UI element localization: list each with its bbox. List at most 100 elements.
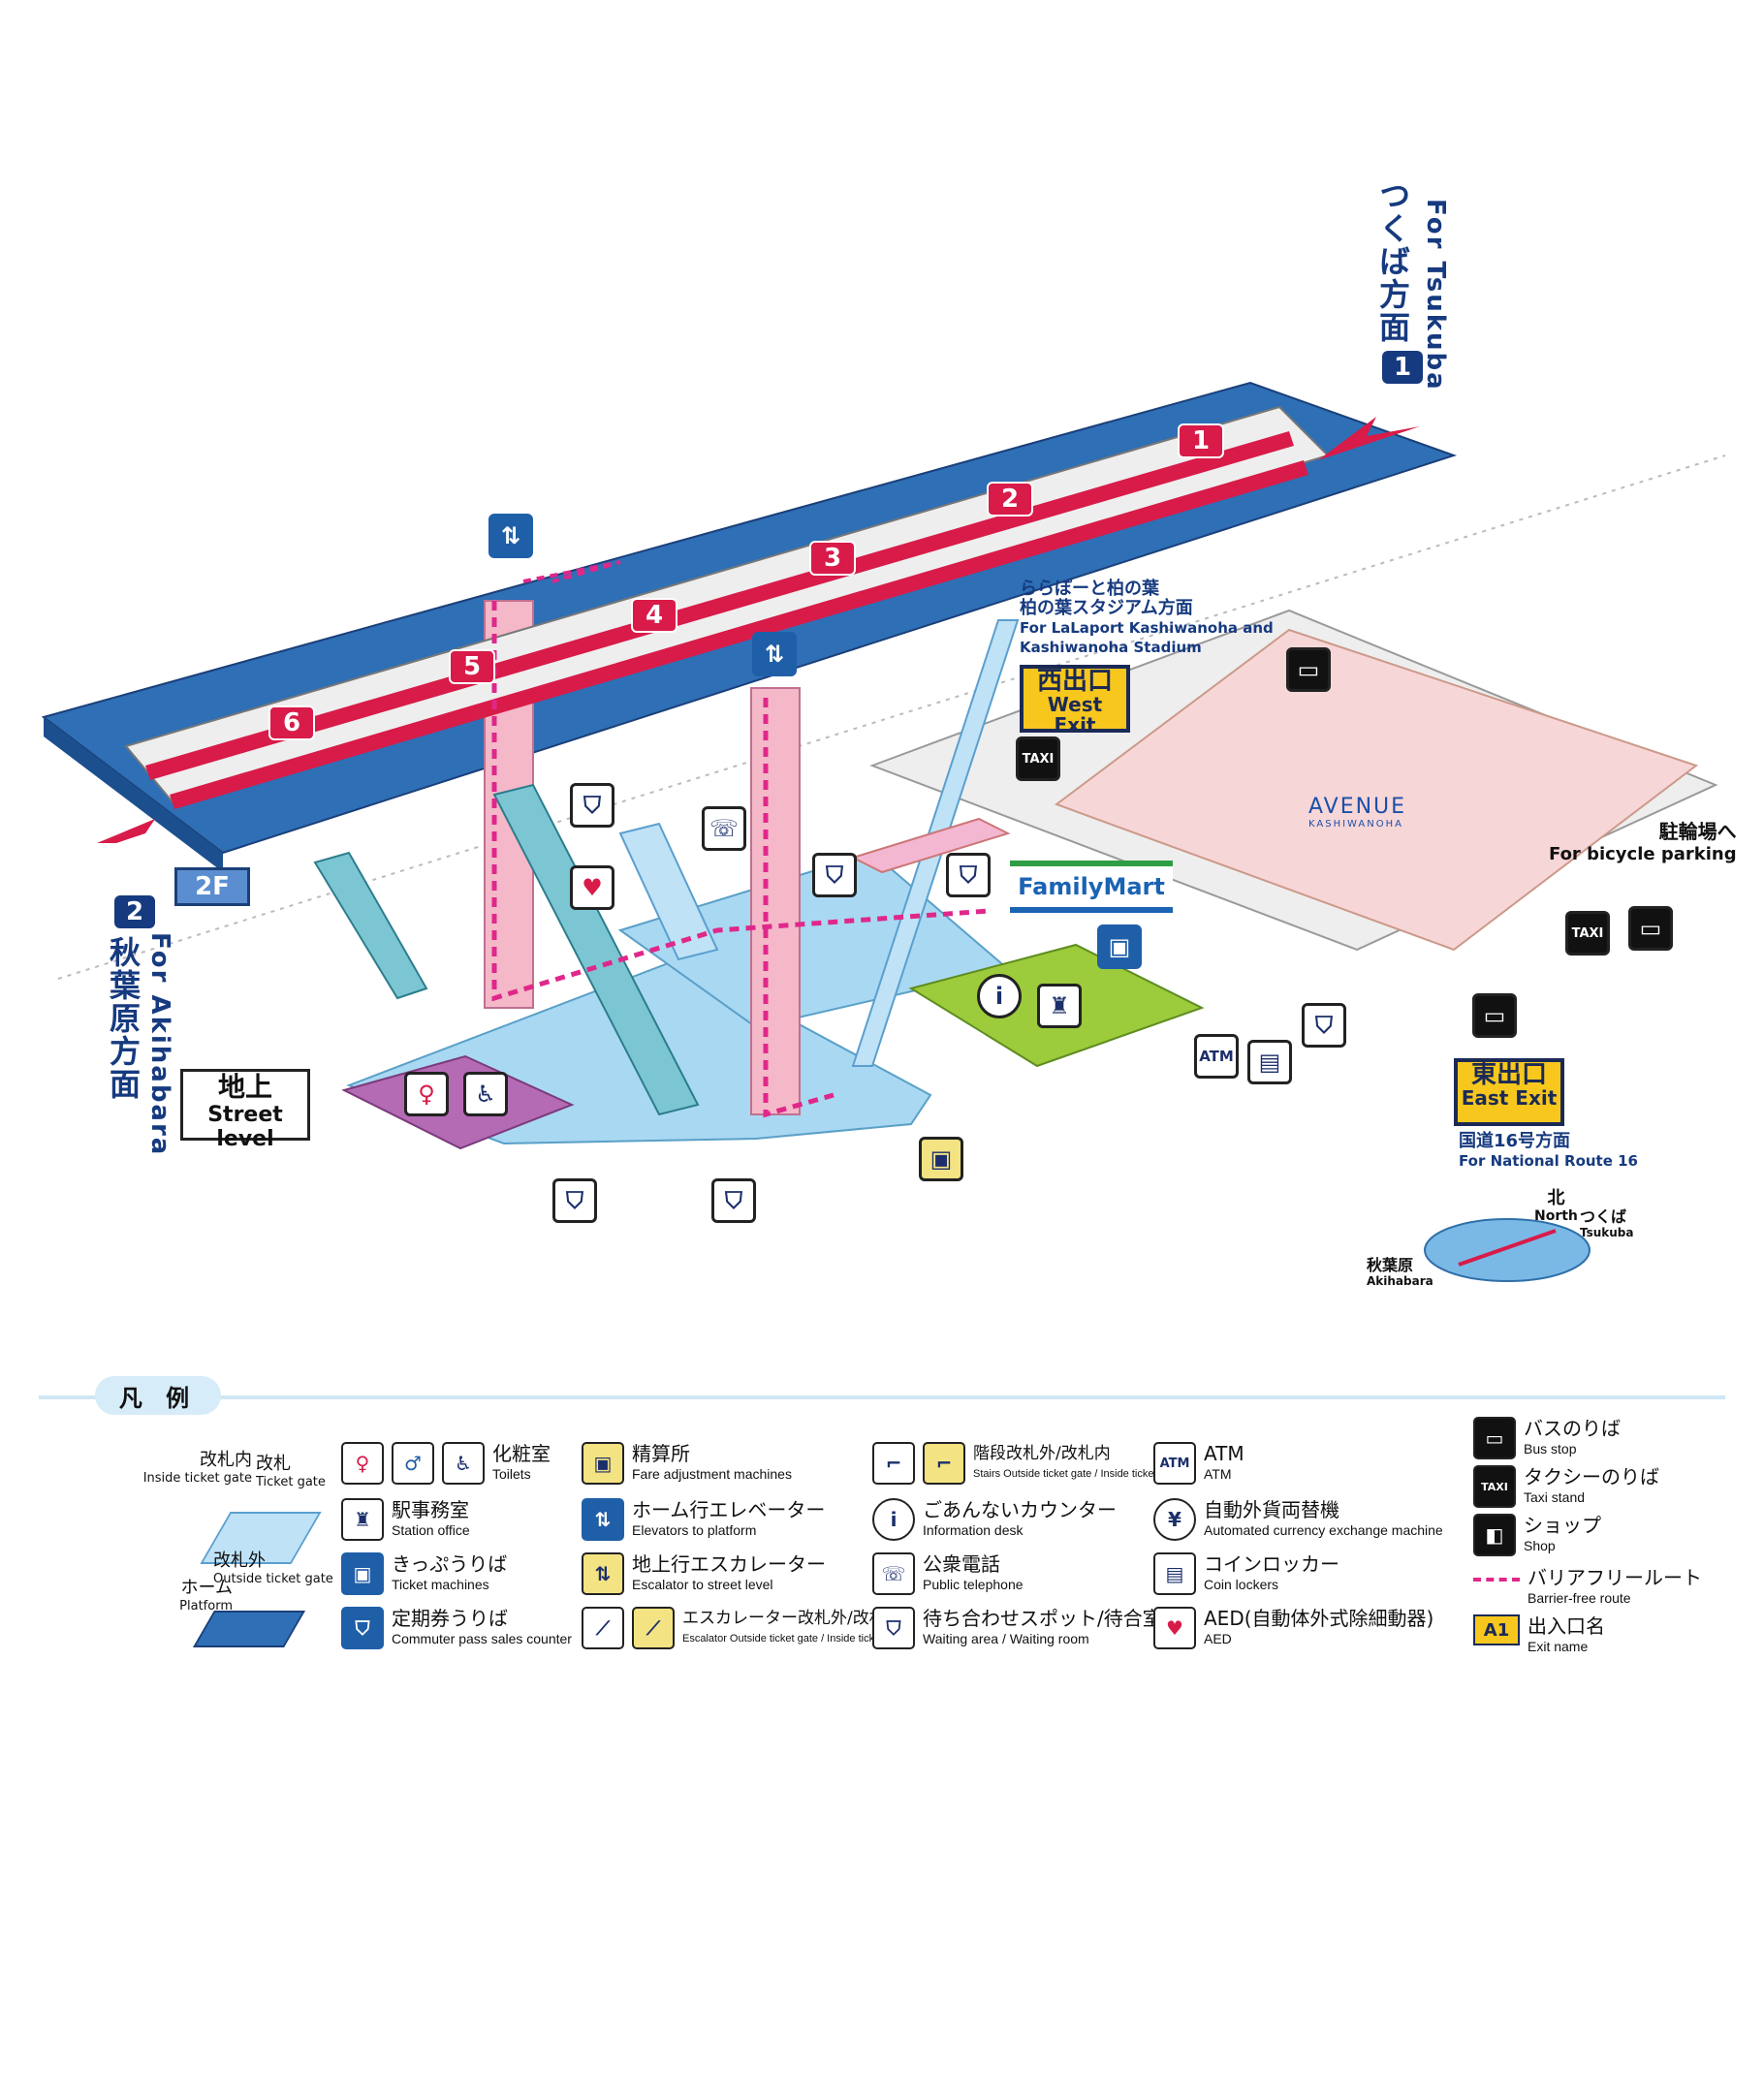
shop-kiosk (850, 817, 1011, 874)
legend-platform-jp: ホーム (180, 1578, 233, 1598)
telephone-icon: ☏ (872, 1552, 915, 1595)
legend-gate-outside-en: Outside ticket gate (213, 1572, 333, 1586)
car-number-1: 1 (1178, 423, 1224, 458)
legend-label-jp: コインロッカー (1204, 1552, 1339, 1576)
elevator-shaft-2 (750, 687, 801, 1115)
station-map: つくば方面 For Tsukuba 1 2 秋葉原方面 For Akihabar… (41, 179, 1737, 1289)
legend-label-jp: 定期券うりば (392, 1607, 508, 1630)
toilet-icon: ♂ (392, 1442, 434, 1485)
legend-label-en: AED (1204, 1631, 1232, 1646)
west-exit-en: West Exit (1047, 693, 1103, 737)
legend-label-jp: タクシーのりば (1524, 1465, 1659, 1488)
compass-north: 北 North (1534, 1190, 1578, 1225)
compass-needle (1458, 1229, 1557, 1267)
car-number-5: 5 (449, 649, 495, 684)
familymart-sign: FamilyMart (1010, 861, 1173, 913)
stairs-1 (313, 851, 428, 1000)
street-level-en: Street level (207, 1103, 283, 1152)
commuter-pass-icon: ⛉ (341, 1607, 384, 1649)
east-exit-jp: 東出口 (1470, 1060, 1547, 1089)
bicycle-note: 駐輪場へ For bicycle parking (1549, 820, 1737, 866)
elevator-icon: ⇅ (488, 514, 533, 558)
legend-label-jp: ATM (1204, 1442, 1244, 1465)
atm-icon: ATM (1194, 1034, 1239, 1079)
compass-tsukuba-en: Tsukuba (1580, 1226, 1634, 1239)
compass-akihabara: 秋葉原 Akihabara (1367, 1258, 1433, 1289)
legend-platform: ホーム Platform (136, 1574, 233, 1613)
stairs-icon: ⌐ (923, 1442, 965, 1485)
legend-label-en: Exit name (1528, 1639, 1589, 1654)
legend-label-jp: 化粧室 (492, 1442, 551, 1465)
stairs-2 (492, 783, 700, 1116)
legend-label-en: Commuter pass sales counter (392, 1631, 572, 1646)
info-icon: i (977, 974, 1022, 1018)
line-number-2: 2 (114, 895, 155, 928)
escalator-street-icon: ⇅ (582, 1552, 624, 1595)
wheelchair-icon: ♿ (442, 1442, 485, 1485)
wheelchair-icon: ♿ (463, 1072, 508, 1116)
map-illustration (41, 381, 1726, 1282)
route16-note: 国道16号方面 For National Route 16 (1459, 1132, 1638, 1171)
bus-icon: ▭ (1286, 647, 1331, 692)
legend-label-en: Station office (392, 1522, 470, 1538)
akihabara-arrow (97, 819, 155, 843)
coin-locker-icon: ▤ (1153, 1552, 1196, 1595)
legend-label-en: Bus stop (1524, 1441, 1577, 1457)
legend-gate-en: Ticket gate (256, 1475, 326, 1489)
legend-label-jp: 地上行エスカレーター (632, 1552, 826, 1576)
legend-label-en: ATM (1204, 1466, 1232, 1482)
telephone-icon: ☏ (702, 806, 746, 851)
legend-label-en: Barrier-free route (1528, 1590, 1631, 1606)
fare-adjustment-icon: ▣ (582, 1442, 624, 1485)
tsukuba-direction-en: For Tsukuba (1421, 199, 1450, 392)
shop-icon: ◧ (1473, 1514, 1516, 1556)
info-icon: i (872, 1498, 915, 1541)
route16-jp: 国道16号方面 (1459, 1131, 1571, 1151)
legend-label-jp: エスカレーター改札外/改札内 (682, 1609, 902, 1628)
legend-label-en: Ticket machines (392, 1577, 489, 1592)
legend-label-jp: AED(自動体外式除細動器) (1204, 1607, 1434, 1630)
legend-item-aed: ♥ AED(自動体外式除細動器)AED (1153, 1607, 1433, 1649)
car-number-2: 2 (987, 482, 1033, 517)
toilet-block (341, 1054, 575, 1150)
route16-en: For National Route 16 (1459, 1152, 1638, 1170)
legend-label-jp: ホーム行エレベーター (632, 1498, 826, 1521)
coin-locker-icon: ▤ (1247, 1040, 1292, 1084)
waiting-area-icon: ⛉ (570, 783, 614, 828)
legend-label-en: Automated currency exchange machine (1204, 1522, 1443, 1538)
waiting-area-icon: ⛉ (1302, 1003, 1346, 1048)
legend-label-en: Waiting area / Waiting room (923, 1631, 1089, 1646)
legend-label-en: Escalator Outside ticket gate / Inside t… (682, 1633, 907, 1645)
escalator-icon: ⟋ (632, 1607, 675, 1649)
legend-label-en: Information desk (923, 1522, 1024, 1538)
legend-label-en: Taxi stand (1524, 1489, 1586, 1505)
waiting-area-icon: ⛉ (711, 1178, 756, 1223)
stairs-icon: ⌐ (872, 1442, 915, 1485)
avenue-logo: AVENUE KASHIWANOHA (1308, 795, 1406, 830)
east-exit-en: East Exit (1461, 1086, 1558, 1111)
lalaport-en-1: For LaLaport Kashiwanoha and (1020, 619, 1274, 637)
legend-rule (39, 1395, 1725, 1399)
bus-icon: ▭ (1473, 1417, 1516, 1459)
legend: 凡 例 改札内 Inside ticket gate 改札 Ticket gat… (39, 1376, 1725, 1715)
legend-label-jp: 階段改札外/改札内 (973, 1444, 1111, 1463)
barrier-free-line-icon (1473, 1578, 1520, 1582)
legend-gate-inside-jp: 改札内 (200, 1450, 252, 1470)
legend-gate-inside-en: Inside ticket gate (142, 1471, 252, 1486)
bus-icon: ▭ (1472, 993, 1517, 1038)
legend-gate-outside: 改札外 Outside ticket gate (213, 1547, 333, 1586)
compass-akihabara-en: Akihabara (1367, 1274, 1433, 1288)
taxi-icon: TAXI (1473, 1465, 1516, 1508)
compass-akihabara-jp: 秋葉原 (1367, 1256, 1414, 1274)
lalaport-jp-2: 柏の葉スタジアム方面 (1020, 598, 1193, 618)
